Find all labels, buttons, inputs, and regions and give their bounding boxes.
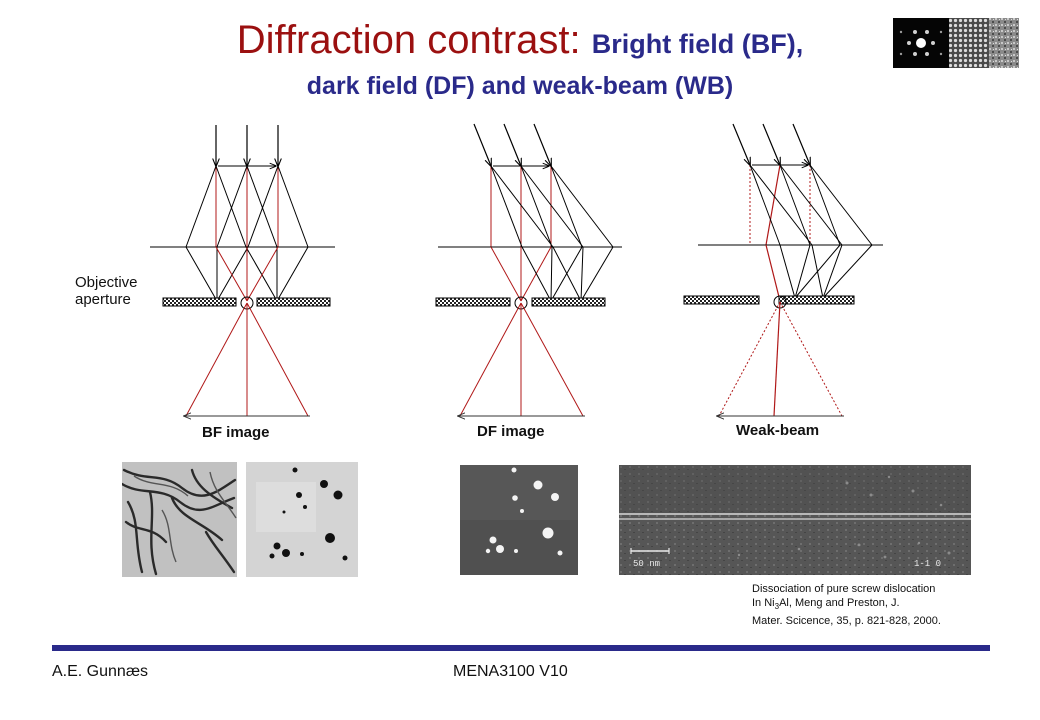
bf-ray-diagram bbox=[150, 125, 335, 416]
objective-label-line-2: aperture bbox=[75, 291, 131, 308]
df-objective-aperture-left bbox=[435, 297, 511, 307]
page-title: Diffraction contrast: Bright field (BF), bbox=[0, 18, 1040, 63]
title-main: Diffraction contrast: bbox=[236, 18, 592, 62]
caption-line-3: Mater. Scicence, 35, p. 821-828, 2000. bbox=[752, 615, 941, 628]
wb-objective-aperture-right bbox=[778, 295, 855, 305]
wb-objective-aperture-left bbox=[683, 295, 760, 305]
bf-objective-aperture-left bbox=[162, 297, 237, 307]
df-precipitates-micrograph bbox=[460, 465, 578, 575]
caption-line-2: In Ni3Al, Meng and Preston, J. bbox=[752, 597, 900, 612]
footer-author: A.E. Gunnæs bbox=[52, 663, 149, 680]
hrtem-noise-thumbnail bbox=[989, 18, 1019, 68]
footer-rule bbox=[52, 645, 990, 651]
title-line-2: dark field (DF) and weak-beam (WB) bbox=[306, 72, 734, 100]
weak-beam-label: Weak-beam bbox=[736, 422, 820, 439]
diffraction-thumbnails bbox=[893, 18, 1019, 68]
objective-aperture-label: Objective aperture bbox=[75, 274, 138, 308]
diffraction-pattern-thumbnail bbox=[893, 18, 949, 68]
weak-beam-caption: Dissociation of pure screw dislocation I… bbox=[752, 582, 941, 628]
bf-image-label: BF image bbox=[202, 424, 270, 441]
ray-diagrams bbox=[150, 123, 883, 450]
footer-course: MENA3100 V10 bbox=[453, 663, 568, 680]
bf-precipitates-micrograph bbox=[246, 462, 358, 577]
scale-bar-label: 50 nm bbox=[633, 559, 660, 569]
df-objective-aperture-right bbox=[531, 297, 606, 307]
bf-dislocation-micrograph bbox=[122, 462, 237, 577]
df-image-label: DF image bbox=[477, 423, 545, 440]
caption-line-1: Dissociation of pure screw dislocation bbox=[752, 583, 936, 595]
df-ray-diagram bbox=[435, 123, 622, 416]
wb-ray-diagram bbox=[683, 123, 883, 416]
direction-label: 1-1 0 bbox=[914, 559, 941, 569]
lattice-image-thumbnail bbox=[949, 18, 989, 68]
objective-label-line-1: Objective bbox=[75, 274, 138, 291]
title-subtitle: Bright field (BF), bbox=[591, 29, 804, 59]
weak-beam-micrograph: 50 nm 1-1 0 bbox=[619, 465, 971, 575]
bf-objective-aperture-right bbox=[256, 297, 331, 307]
